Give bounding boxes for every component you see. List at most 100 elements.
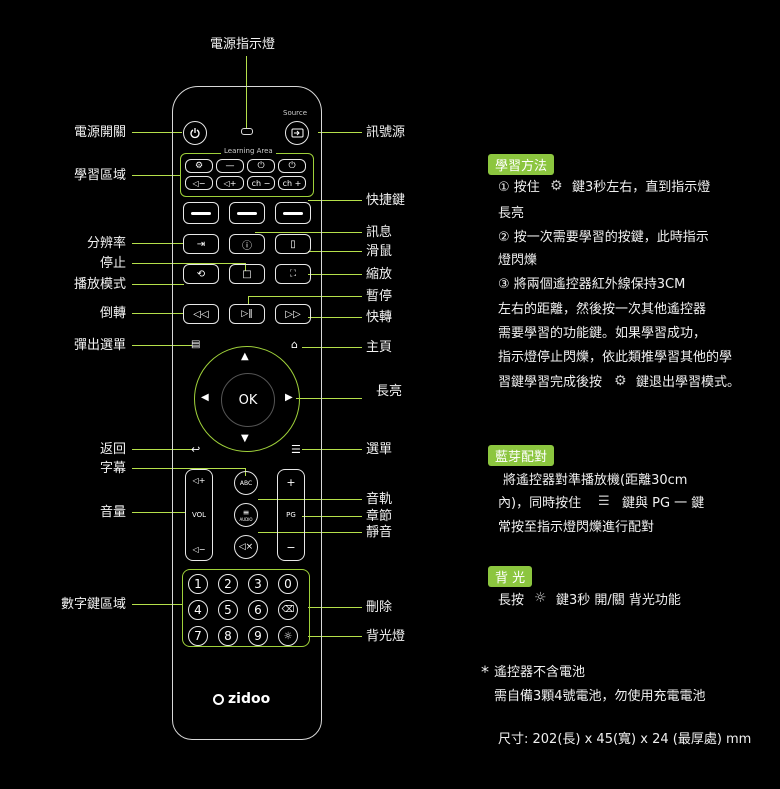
left-arrow-icon[interactable]: ◀	[201, 392, 209, 403]
volume-line	[132, 512, 186, 513]
mute-button[interactable]: ◁×	[234, 535, 258, 559]
page-rocker[interactable]: + PG −	[277, 469, 305, 561]
shortcut-bar	[237, 211, 257, 215]
bt-line-3: 常按至指示燈閃爍進行配對	[498, 520, 655, 535]
label-shortcut: 快捷鍵	[366, 193, 406, 208]
learn-power-button-1[interactable]: ⏻	[247, 159, 275, 173]
info-icon: ⓘ	[242, 240, 252, 252]
source-button[interactable]	[285, 121, 309, 145]
dpad[interactable]: ▲ ▼ ◀ ▶ OK	[194, 346, 300, 452]
mute-line	[258, 532, 362, 533]
repeat-icon: ⟲	[196, 268, 206, 280]
num-2-button[interactable]: 2	[218, 574, 238, 594]
label-menu: 選單	[366, 442, 393, 457]
forward-button[interactable]: ▷▷	[275, 304, 311, 324]
num-4-button[interactable]: 4	[188, 600, 208, 620]
stop-line	[132, 263, 245, 264]
back-icon[interactable]: ↩	[191, 443, 201, 456]
power-button[interactable]	[183, 121, 207, 145]
shortcut-button-3[interactable]	[275, 202, 311, 224]
label-numpad: 數字鍵區域	[60, 597, 126, 612]
delete-button[interactable]: ⌫	[278, 600, 298, 620]
learn-dash-button[interactable]: —	[216, 159, 244, 173]
lm-line-4: 燈閃爍	[498, 253, 538, 268]
brand-name: zidoo	[228, 691, 271, 707]
label-long-bright: 長亮	[376, 384, 403, 399]
mouse-button[interactable]: ▯	[275, 234, 311, 254]
up-arrow-icon[interactable]: ▲	[241, 351, 249, 362]
right-arrow-icon[interactable]: ▶	[285, 392, 293, 403]
num-0-button[interactable]: 0	[278, 574, 298, 594]
ok-button[interactable]: OK	[221, 373, 275, 427]
zoom-button[interactable]: ⛶	[275, 264, 311, 284]
power-line	[132, 132, 182, 133]
sun-icon: ☼	[283, 630, 293, 642]
resolution-button[interactable]: ⇥	[183, 234, 219, 254]
backlight-button[interactable]: ☼	[278, 626, 298, 646]
delete-line	[308, 607, 362, 608]
num-5-button[interactable]: 5	[218, 600, 238, 620]
label-power: 電源開關	[73, 125, 126, 140]
bluetooth-title: 藍芽配對	[488, 445, 555, 466]
back-line	[132, 449, 192, 450]
shortcut-button-2[interactable]	[229, 202, 265, 224]
audio-text: AUDIO	[239, 517, 253, 522]
volume-rocker[interactable]: ◁+ VOL ◁−	[185, 469, 213, 561]
subtitle-button[interactable]: ABC	[234, 471, 258, 495]
forward-icon: ▷▷	[285, 308, 301, 320]
num-7-button[interactable]: 7	[188, 626, 208, 646]
resolution-line	[132, 243, 184, 244]
info-line	[255, 232, 362, 233]
sun-icon: ☼	[534, 590, 547, 606]
num-8-button[interactable]: 8	[218, 626, 238, 646]
abc-text: ABC	[239, 479, 253, 487]
home-icon[interactable]: ⌂	[291, 338, 298, 351]
play-mode-button[interactable]: ⟲	[183, 264, 219, 284]
learn-vol-down[interactable]: ◁−	[185, 176, 213, 190]
shortcut-bar	[191, 211, 211, 215]
lm-line-9b: 鍵退出學習模式。	[636, 375, 741, 390]
source-icon	[291, 128, 303, 138]
numpad-line	[132, 604, 182, 605]
audio-button[interactable]: ≡ AUDIO	[234, 503, 258, 527]
num-9-button[interactable]: 9	[248, 626, 268, 646]
remote-body: Source Learning Area ⚙ — ⏻ ⏻ ◁− ◁+ ch − …	[172, 86, 322, 740]
label-stop: 停止	[99, 256, 126, 271]
label-back: 返回	[99, 442, 126, 457]
lm-line-9a: 習鍵學習完成後按	[498, 375, 603, 390]
label-chapter: 章節	[366, 509, 393, 524]
bt-line-1: 將遙控器對準播放機(距離30cm	[503, 473, 688, 488]
learn-ch-down[interactable]: ch −	[247, 176, 275, 190]
label-popup-menu: 彈出選單	[73, 338, 126, 353]
stop-button[interactable]: □	[229, 264, 265, 284]
learn-vol-up[interactable]: ◁+	[216, 176, 244, 190]
menu-icon[interactable]: ☰	[291, 443, 301, 456]
audio-line	[258, 499, 362, 500]
label-backlight: 背光燈	[366, 629, 406, 644]
play-pause-button[interactable]: ▷‖	[229, 304, 265, 324]
info-button[interactable]: ⓘ	[229, 234, 265, 254]
power-icon: ⏻	[257, 161, 265, 171]
learning-row-1: ⚙ — ⏻ ⏻	[185, 159, 306, 173]
learn-power-button-2[interactable]: ⏻	[278, 159, 306, 173]
label-volume: 音量	[99, 505, 126, 520]
bt-line-2b: 鍵與 PG 一 鍵	[622, 496, 705, 511]
indicator-line	[246, 56, 247, 128]
learn-ch-up[interactable]: ch +	[278, 176, 306, 190]
num-1-button[interactable]: 1	[188, 574, 208, 594]
down-arrow-icon[interactable]: ▼	[241, 433, 249, 444]
brand-logo: zidoo	[213, 691, 270, 707]
learning-area-text: Learning Area	[221, 147, 276, 155]
num-6-button[interactable]: 6	[248, 600, 268, 620]
longbright-line	[296, 398, 362, 399]
pause-line	[248, 296, 362, 297]
menu-icon: ☰	[598, 494, 610, 509]
rewind-button[interactable]: ◁◁	[183, 304, 219, 324]
shortcut-line	[308, 200, 362, 201]
learn-gear-button[interactable]: ⚙	[185, 159, 213, 173]
popup-menu-icon[interactable]: ▤	[191, 339, 201, 350]
num-3-button[interactable]: 3	[248, 574, 268, 594]
label-play-mode: 播放模式	[73, 277, 126, 292]
pg-text: PG	[286, 511, 296, 519]
shortcut-button-1[interactable]	[183, 202, 219, 224]
